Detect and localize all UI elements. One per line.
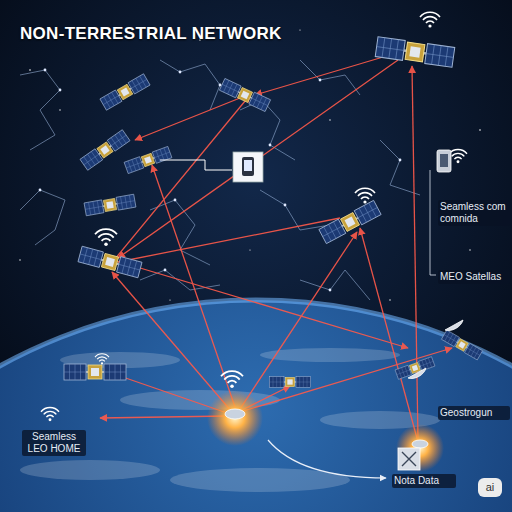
graphic-part: [135, 98, 240, 140]
note-label: MEO Satellas: [438, 270, 510, 284]
graphic-part: [59, 109, 60, 110]
graphic-part: [469, 249, 470, 250]
graphic-part: [445, 320, 463, 331]
graphic-part: [437, 150, 451, 172]
graphic-part: [233, 152, 263, 182]
graphic-part: [120, 262, 408, 348]
wifi-icons: [41, 12, 467, 421]
graphic-part: [179, 71, 182, 74]
graphic-part: [29, 69, 31, 71]
graphic-part: [160, 60, 220, 110]
watermark: ai: [478, 478, 502, 497]
satellite: [441, 330, 482, 360]
graphic-part: [95, 354, 109, 365]
clouds: [20, 348, 440, 492]
graphic-part: [300, 60, 360, 95]
satellite: [80, 130, 130, 171]
graphic-part: [240, 348, 452, 412]
graphic-part: [396, 424, 444, 472]
graphic-part: [399, 159, 402, 162]
graphic-part: [20, 460, 160, 480]
graphic-part: [219, 84, 222, 87]
satellite: [319, 200, 381, 243]
graphic-part: [299, 29, 300, 30]
graphic-part: [420, 12, 440, 27]
graphic-part: [164, 269, 167, 272]
graphic-part: [329, 289, 332, 292]
satellite: [219, 78, 270, 111]
graphic-part: [240, 100, 295, 160]
satellites: [64, 37, 483, 388]
red-links: [100, 52, 452, 442]
graphic-part: [398, 448, 420, 470]
satellite: [64, 364, 126, 380]
graphic-part: [329, 119, 330, 120]
graphic-part: [225, 409, 245, 419]
graphic-part: [268, 440, 386, 478]
graphic-part: [430, 170, 436, 275]
graphic-part: [118, 218, 340, 262]
note-label: Seamless LEO HOME: [22, 430, 86, 456]
graphic-part: [449, 149, 467, 163]
graphic-part: [319, 79, 322, 82]
terminal-callout: [160, 152, 263, 182]
atmosphere: [0, 300, 512, 512]
satellite: [100, 74, 150, 110]
constellations: [20, 60, 420, 300]
note-label: Nota Data: [392, 474, 456, 488]
graphic-part: [207, 390, 263, 446]
graphic-part: [355, 188, 375, 203]
ground-stations: [207, 320, 463, 472]
graphic-part: [269, 144, 272, 147]
diagram-title: NON-TERRESTRIAL NETWORK: [20, 24, 282, 44]
graphic-part: [284, 204, 287, 207]
graphic-part: [59, 89, 62, 92]
graphic-part: [20, 190, 65, 245]
satellite: [84, 194, 136, 216]
graphic-part: [112, 272, 232, 412]
graphic-part: [260, 190, 330, 230]
graphic-part: [479, 129, 481, 131]
note-label: Geostrogun: [438, 406, 510, 420]
graphic-part: [39, 189, 42, 192]
constellation-stars: [39, 69, 402, 292]
satellite: [375, 37, 455, 68]
graphic-part: [95, 229, 117, 246]
graphic-part: [244, 160, 252, 171]
nota-data-callout: [268, 440, 420, 478]
graphic-part: [41, 407, 59, 421]
graphic-part: [412, 440, 428, 448]
graphic-part: [19, 259, 20, 260]
graphic-part: [260, 348, 400, 362]
graphic-part: [169, 299, 170, 300]
graphic-part: [408, 368, 426, 379]
graphic-part: [300, 270, 370, 300]
graphic-part: [238, 232, 357, 412]
graphic-part: [221, 371, 243, 388]
graphic-part: [360, 228, 418, 442]
graphic-part: [242, 157, 254, 176]
graphic-part: [160, 160, 232, 170]
graphic-part: [174, 199, 177, 202]
graphic-part: [412, 66, 418, 440]
satellite: [395, 357, 435, 380]
graphic-part: [402, 452, 416, 466]
note-label: Seamless com comnida: [438, 200, 510, 226]
graphic-part: [118, 60, 398, 258]
earth: [0, 300, 512, 512]
graphic-part: [44, 69, 47, 72]
graphic-part: [20, 70, 60, 150]
graphic-part: [440, 154, 448, 167]
graphic-part: [249, 249, 250, 250]
graphic-part: [110, 95, 250, 265]
graphic-part: [389, 299, 390, 300]
satellite: [269, 377, 310, 388]
satellite: [78, 246, 142, 278]
graphic-part: [150, 200, 210, 265]
